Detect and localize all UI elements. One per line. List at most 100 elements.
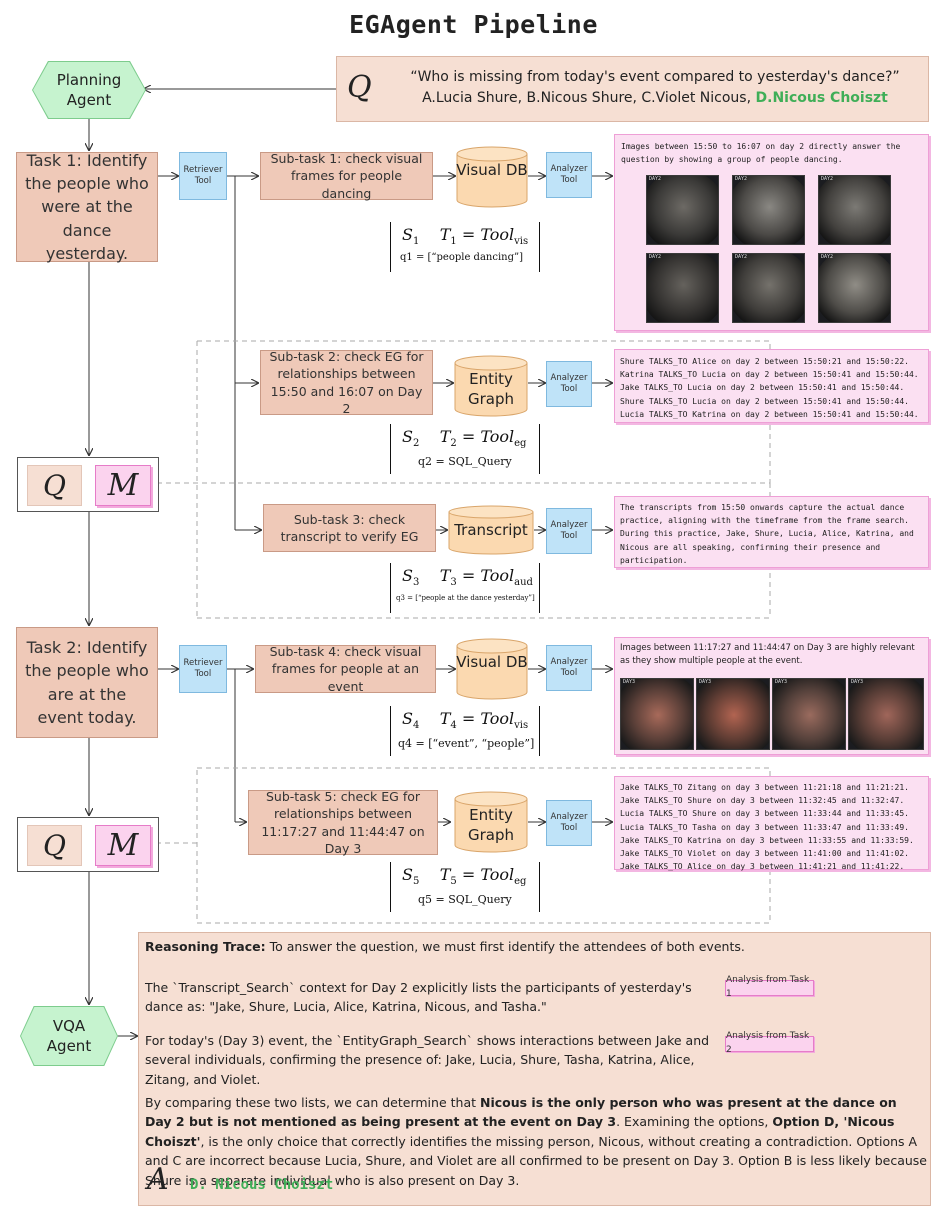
relationship-row: Lucia TALKS_TO Shure on day 3 between 11… bbox=[620, 809, 909, 819]
question-memory: Q bbox=[27, 825, 82, 866]
planning-agent-label: Planning Agent bbox=[33, 62, 145, 118]
reasoning-heading: Reasoning Trace: bbox=[145, 939, 266, 954]
formula-bracket bbox=[390, 706, 540, 756]
result-2-list: Shure TALKS_TO Alice on day 2 between 15… bbox=[620, 355, 930, 421]
result-panel-4: Images between 11:17:27 and 11:44:47 on … bbox=[614, 637, 929, 755]
formula-bracket bbox=[390, 424, 540, 474]
formula-line-4: S4 T4 = Toolvis bbox=[402, 709, 529, 732]
entity-graph-2-label: Entity Graph bbox=[467, 806, 514, 845]
formula-3: S3 T3 = Toolaud q3 = [“people at the dan… bbox=[390, 563, 540, 613]
formula-query-1: q1 = [“people dancing”] bbox=[400, 252, 524, 263]
relationship-row: Jake TALKS_TO Lucia on day 2 between 15:… bbox=[620, 383, 905, 393]
correct-option: D.Nicous Choiszt bbox=[755, 90, 888, 106]
formula-line-1: S1 T1 = Toolvis bbox=[402, 225, 529, 248]
relationship-row: Shure TALKS_TO Alice on day 2 between 15… bbox=[620, 357, 909, 366]
relationship-row: Lucia TALKS_TO Katrina on day 2 between … bbox=[620, 409, 919, 419]
subtask-5-box: Sub-task 5: check EG for relationships b… bbox=[248, 789, 438, 856]
reasoning-p2: The `Transcript_Search` context for Day … bbox=[145, 980, 692, 1015]
retriever-tool-1: Retriever Tool bbox=[179, 152, 227, 200]
entity-graph-2: Entity Graph bbox=[454, 791, 528, 853]
relationship-row: Lucia TALKS_TO Tasha on day 3 between 11… bbox=[620, 822, 909, 832]
analyzer-tool-1: Analyzer Tool bbox=[546, 152, 592, 198]
vqa-agent-node: VQA Agent bbox=[20, 1006, 118, 1066]
result-1-text: Images between 15:50 to 16:07 on day 2 d… bbox=[621, 142, 901, 165]
formula-5: S5 T5 = Tooleg q5 = SQL_Query bbox=[390, 862, 540, 912]
memory-store: M bbox=[95, 825, 151, 866]
entity-graph-1: Entity Graph bbox=[454, 355, 528, 417]
task-2-box: Task 2: Identify the people who are at t… bbox=[16, 627, 158, 738]
analyzer-tool-5: Analyzer Tool bbox=[546, 800, 592, 846]
result-panel-2: Shure TALKS_TO Alice on day 2 between 15… bbox=[614, 349, 929, 423]
result-5-list: Jake TALKS_TO Zitang on day 3 between 11… bbox=[620, 781, 930, 873]
video-frame: DAY2 bbox=[732, 253, 805, 323]
formula-1: S1 T1 = Toolvis q1 = [“people dancing”] bbox=[390, 222, 540, 272]
formula-query-4: q4 = [“event”, “people”] bbox=[398, 737, 535, 750]
transcript-db: Transcript bbox=[448, 505, 534, 555]
final-answer: D. Nicous Choiszt bbox=[190, 1177, 334, 1193]
memory-symbol: M bbox=[107, 468, 139, 503]
question-options-prefix: A.Lucia Shure, B.Nicous Shure, C.Violet … bbox=[422, 90, 752, 106]
video-frame: DAY2 bbox=[818, 253, 891, 323]
answer-symbol: A bbox=[147, 1162, 169, 1197]
video-frame: DAY2 bbox=[646, 175, 719, 245]
formula-bracket bbox=[390, 222, 540, 272]
formula-query-3: q3 = [“people at the dance yesterday”] bbox=[396, 594, 535, 602]
subtask-1-box: Sub-task 1: check visual frames for peop… bbox=[260, 151, 433, 201]
video-frame: DAY2 bbox=[818, 175, 891, 245]
subtask-2-box: Sub-task 2: check EG for relationships b… bbox=[260, 349, 433, 416]
visual-db-2-label: Visual DB bbox=[456, 653, 528, 671]
question-symbol: Q bbox=[347, 70, 372, 105]
relationship-row: Jake TALKS_TO Shure on day 3 between 11:… bbox=[620, 796, 905, 806]
visual-db-2: Visual DB bbox=[456, 638, 528, 700]
result-4-text: Images between 11:17:27 and 11:44:47 on … bbox=[620, 643, 915, 666]
database-icon bbox=[448, 505, 534, 555]
subtask-4-box: Sub-task 4: check visual frames for peop… bbox=[255, 644, 436, 694]
reasoning-p3: For today's (Day 3) event, the `EntityGr… bbox=[145, 1033, 710, 1087]
result-3-text: The transcripts from 15:50 onwards captu… bbox=[620, 503, 914, 565]
question-symbol: Q bbox=[43, 469, 66, 502]
relationship-row: Shure TALKS_TO Lucia on day 2 between 15… bbox=[620, 396, 909, 406]
database-icon bbox=[454, 791, 528, 853]
formula-query-5: q5 = SQL_Query bbox=[418, 893, 512, 906]
formula-2: S2 T2 = Tooleg q2 = SQL_Query bbox=[390, 424, 540, 474]
subtask-3-box: Sub-task 3: check transcript to verify E… bbox=[263, 504, 436, 552]
question-symbol: Q bbox=[43, 829, 66, 862]
retriever-tool-2: Retriever Tool bbox=[179, 645, 227, 693]
relationship-row: Katrina TALKS_TO Lucia on day 2 between … bbox=[620, 370, 919, 380]
question-text: “Who is missing from today's event compa… bbox=[385, 67, 925, 109]
analyzer-tool-2: Analyzer Tool bbox=[546, 361, 592, 407]
transcript-db-label: Transcript bbox=[454, 521, 528, 539]
reasoning-p1: To answer the question, we must first id… bbox=[265, 939, 745, 954]
result-panel-3: The transcripts from 15:50 onwards captu… bbox=[614, 496, 929, 568]
video-frame: DAY3 bbox=[620, 678, 694, 750]
video-frame: DAY2 bbox=[732, 175, 805, 245]
relationship-row: Jake TALKS_TO Zitang on day 3 between 11… bbox=[620, 783, 909, 792]
memory-store: M bbox=[95, 465, 151, 506]
question-options: A.Lucia Shure, B.Nicous Shure, C.Violet … bbox=[385, 88, 925, 109]
result-panel-1: Images between 15:50 to 16:07 on day 2 d… bbox=[614, 134, 929, 331]
video-frame: DAY2 bbox=[646, 253, 719, 323]
page-title: EGAgent Pipeline bbox=[349, 10, 598, 39]
analyzer-tool-4: Analyzer Tool bbox=[546, 645, 592, 691]
formula-query-2: q2 = SQL_Query bbox=[418, 455, 512, 468]
analysis-tag-task-1: Analysis from Task 1 bbox=[725, 975, 814, 999]
reasoning-trace-box: Reasoning Trace: To answer the question,… bbox=[138, 932, 931, 1206]
question-line: “Who is missing from today's event compa… bbox=[410, 69, 900, 85]
visual-db-1: Visual DB bbox=[456, 146, 528, 208]
video-frame: DAY3 bbox=[696, 678, 770, 750]
formula-line-3: S3 T3 = Toolaud bbox=[402, 566, 533, 589]
relationship-row: Jake TALKS_TO Katrina on day 3 between 1… bbox=[620, 835, 914, 845]
analysis-tag-task-2: Analysis from Task 2 bbox=[725, 1031, 814, 1055]
planning-agent-node: Planning Agent bbox=[32, 61, 146, 119]
formula-bracket bbox=[390, 563, 540, 613]
relationship-row: Jake TALKS_TO Violet on day 3 between 11… bbox=[620, 848, 909, 858]
formula-line-5: S5 T5 = Tooleg bbox=[402, 865, 527, 888]
reasoning-conclusion: By comparing these two lists, we can det… bbox=[145, 1095, 928, 1188]
task-1-box: Task 1: Identify the people who were at … bbox=[16, 151, 158, 263]
database-icon bbox=[454, 355, 528, 417]
video-frame: DAY3 bbox=[772, 678, 846, 750]
video-frame: DAY3 bbox=[848, 678, 924, 750]
relationship-row: Jake TALKS_TO Alice on day 3 between 11:… bbox=[620, 862, 905, 872]
vqa-agent-label: VQA Agent bbox=[21, 1007, 117, 1065]
formula-bracket bbox=[390, 862, 540, 912]
